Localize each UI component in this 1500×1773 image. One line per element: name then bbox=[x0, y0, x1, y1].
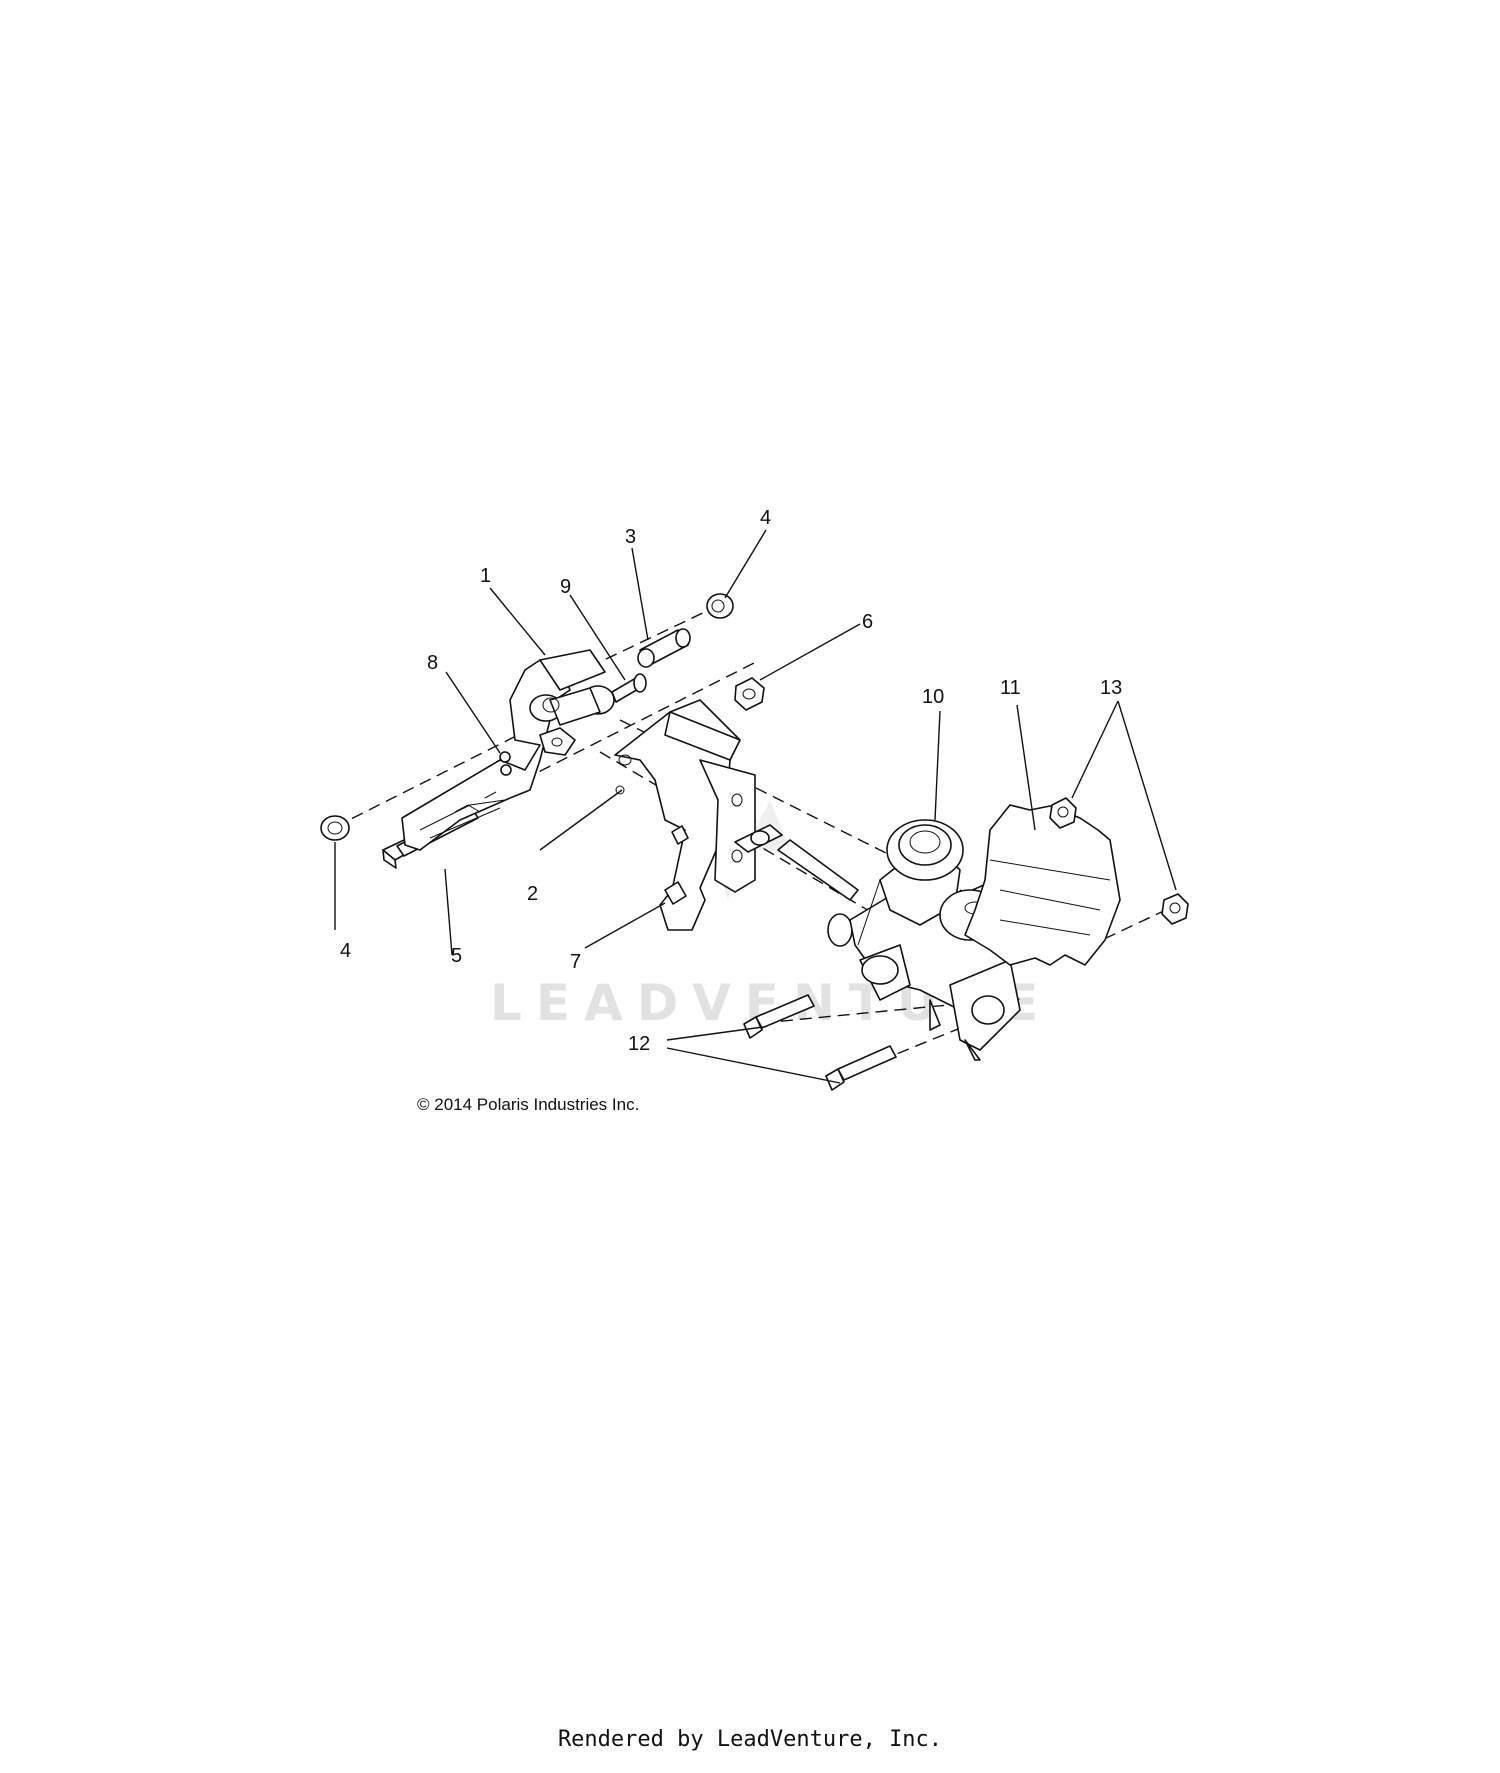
callout-9: 9 bbox=[560, 576, 571, 598]
nut-6 bbox=[734, 677, 765, 711]
leader-lines bbox=[334, 529, 1177, 1084]
spring-8 bbox=[499, 751, 511, 763]
callout-4-left: 4 bbox=[340, 940, 351, 962]
callout-11: 11 bbox=[1000, 677, 1021, 699]
callout-8: 8 bbox=[427, 652, 438, 674]
callout-2: 2 bbox=[527, 883, 538, 905]
nuts-13 bbox=[1049, 797, 1189, 925]
callout-12: 12 bbox=[628, 1033, 650, 1055]
copyright-text: © 2014 Polaris Industries Inc. bbox=[417, 1095, 639, 1114]
bolts-12 bbox=[743, 994, 897, 1091]
callout-1: 1 bbox=[480, 565, 491, 587]
footer-rendered-by: Rendered by LeadVenture, Inc. bbox=[557, 1727, 943, 1752]
brake-pedal bbox=[401, 649, 615, 851]
master-cylinder bbox=[734, 819, 1021, 1061]
bolt-7 bbox=[664, 825, 689, 905]
callouts: 1 2 3 4 4 5 6 7 8 9 10 11 13 12 bbox=[340, 507, 1122, 1055]
heat-shield bbox=[964, 804, 1121, 966]
callout-10: 10 bbox=[922, 686, 944, 708]
bushing-3 bbox=[637, 628, 691, 668]
callout-5: 5 bbox=[451, 945, 462, 967]
callout-6: 6 bbox=[862, 611, 873, 633]
mounting-bracket bbox=[614, 699, 756, 931]
callout-4-top: 4 bbox=[760, 507, 771, 529]
callout-13: 13 bbox=[1100, 677, 1122, 699]
callout-7: 7 bbox=[570, 951, 581, 973]
callout-3: 3 bbox=[625, 526, 636, 548]
washer-left bbox=[320, 815, 350, 841]
washer-top bbox=[706, 593, 734, 619]
pin-9 bbox=[611, 673, 647, 703]
